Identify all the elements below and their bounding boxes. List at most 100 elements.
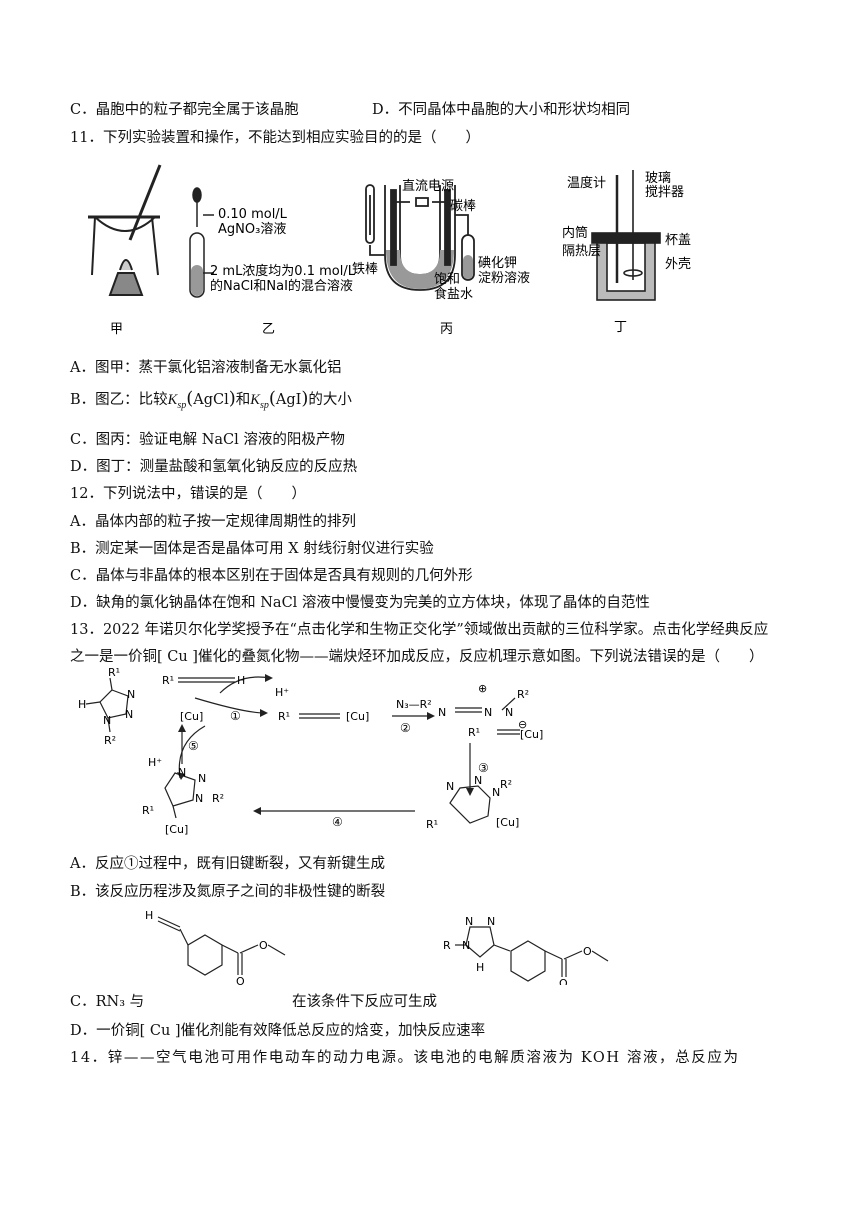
ding-label-shell: 外壳 — [665, 257, 691, 272]
q13-option-c-prefix: C．RN₃ 与 — [70, 994, 145, 1010]
mech-r2-product: R² — [104, 734, 116, 747]
q11-option-b-suffix: 的大小 — [308, 392, 352, 408]
bing-label-iron: 铁棒 — [352, 262, 378, 277]
yi-label-agno3: AgNO₃溶液 — [218, 222, 286, 237]
q11-option-d: D．图丁：测量盐酸和氢氧化钠反应的反应热 — [70, 459, 358, 475]
ding-label-inner: 内筒 — [562, 225, 588, 241]
mech-h-alkyne: H — [237, 674, 245, 687]
svg-text:H⁺: H⁺ — [148, 756, 162, 769]
bing-label-brine2: 食盐水 — [434, 286, 473, 302]
bing-label-ki1: 碘化钾 — [478, 256, 517, 271]
svg-text:R: R — [443, 939, 451, 952]
q14-stem: 14．锌——空气电池可用作电动车的动力电源。该电池的电解质溶液为 KOH 溶液，… — [70, 1050, 740, 1066]
mech-step-1: ① — [230, 709, 241, 723]
mech-h-plus: H⁺ — [275, 686, 289, 699]
q13-option-c: C．RN₃ 与 在该条件下反应可生成 — [70, 990, 437, 1011]
q13-mechanism-diagram: R¹ H NNN R² R¹ H [Cu] H⁺ R¹ [Cu] N₃—R² N… — [78, 668, 543, 836]
q12-stem: 12．下列说法中，错误的是（ ） — [70, 486, 306, 502]
svg-text:R²: R² — [517, 688, 529, 701]
svg-text:R¹: R¹ — [468, 726, 480, 739]
q13-stem-line1: 13．2022 年诺贝尔化学奖授予在“点击化学和生物正交化学”领域做出贡献的三位… — [70, 622, 769, 638]
svg-text:N: N — [484, 706, 492, 719]
q11-option-b-agcl: AgCl — [193, 392, 229, 408]
q11-option-a: A．图甲：蒸干氯化铝溶液制备无水氯化铝 — [70, 360, 342, 376]
fig-label-yi: 乙 — [262, 322, 275, 337]
ding-label-thermo: 温度计 — [567, 175, 606, 191]
svg-text:N: N — [492, 786, 500, 799]
ksp-symbol-2: Ksp — [250, 392, 269, 411]
q13-option-b: B．该反应历程涉及氮原子之间的非极性键的断裂 — [70, 884, 386, 900]
yi-label-conc: 0.10 mol/L — [218, 207, 288, 222]
svg-text:N: N — [446, 780, 454, 793]
q10-option-d: D．不同晶体中晶胞的大小和形状均相同 — [372, 102, 631, 118]
triazole-benzoate-structure — [455, 926, 609, 982]
yi-label-mix1: 2 mL浓度均为0.1 mol/L — [210, 263, 356, 279]
svg-text:O: O — [259, 939, 268, 952]
bing-label-carbon: 碳棒 — [450, 199, 476, 214]
mech-r1-product: R¹ — [108, 668, 120, 679]
q12-option-a: A．晶体内部的粒子按一定规律周期性的排列 — [70, 514, 356, 530]
ding-label-stir1: 玻璃 — [645, 171, 671, 186]
svg-text:N: N — [505, 706, 513, 719]
svg-text:[Cu]: [Cu] — [496, 816, 519, 829]
svg-text:⊕: ⊕ — [478, 682, 487, 695]
q11-option-b-and: 和 — [235, 392, 251, 408]
fig-yi-test-tube — [189, 187, 214, 298]
svg-text:N: N — [178, 766, 186, 779]
svg-text:N: N — [127, 688, 135, 701]
yi-label-mix2: 的NaCl和NaI的混合溶液 — [210, 278, 353, 294]
q12-option-c: C．晶体与非晶体的根本区别在于固体是否具有规则的几何外形 — [70, 568, 473, 584]
svg-text:N: N — [198, 772, 206, 785]
svg-text:[Cu]: [Cu] — [520, 728, 543, 741]
mech-step-2: ② — [400, 721, 411, 735]
svg-text:O: O — [559, 977, 568, 985]
ding-label-insul: 隔热层 — [562, 244, 601, 259]
ksp-symbol: Ksp — [167, 392, 187, 411]
bing-label-power: 直流电源 — [402, 179, 454, 194]
svg-text:R¹: R¹ — [426, 818, 438, 831]
mech-h-product: H — [78, 698, 86, 711]
mech-azide-reagent: N₃—R² — [396, 698, 432, 711]
svg-text:R²: R² — [500, 778, 512, 791]
q13-option-c-suffix: 在该条件下反应可生成 — [292, 994, 437, 1010]
svg-text:O: O — [583, 945, 592, 958]
svg-text:N: N — [438, 706, 446, 719]
svg-text:N: N — [462, 939, 470, 952]
ethynyl-benzoate-structure — [157, 916, 286, 976]
mech-cu-acetylide: [Cu] — [346, 710, 369, 723]
svg-text:[Cu]: [Cu] — [165, 823, 188, 836]
ding-label-lid: 杯盖 — [665, 233, 691, 248]
mech-r1-alkyne: R¹ — [162, 674, 174, 687]
svg-text:H: H — [145, 909, 153, 922]
q13-option-d: D．一价铜[ Cu ]催化剂能有效降低总反应的焓变，加快反应速率 — [70, 1023, 486, 1039]
q11-option-b-agi: AgI — [275, 392, 302, 408]
bing-label-brine1: 饱和 — [434, 272, 460, 287]
svg-text:N: N — [465, 915, 473, 928]
q13-stem-line2: 之一是一价铜[ Cu ]催化的叠氮化物——端炔烃环加成反应，反应机理示意如图。下… — [70, 649, 764, 665]
ding-label-stir2: 搅拌器 — [645, 184, 684, 200]
q13-option-a: A．反应①过程中，既有旧键断裂，又有新键生成 — [70, 856, 385, 872]
q12-option-b: B．测定某一固体是否是晶体可用 X 射线衍射仪进行实验 — [70, 541, 434, 557]
svg-text:N: N — [474, 774, 482, 787]
svg-text:H: H — [476, 961, 484, 974]
svg-text:⊖: ⊖ — [518, 718, 527, 731]
svg-text:R²: R² — [212, 792, 224, 805]
q11-option-b: B．图乙：比较Ksp(AgCl)和Ksp(AgI)的大小 — [70, 388, 352, 411]
svg-text:N: N — [487, 915, 495, 928]
q10-option-c: C．晶胞中的粒子都完全属于该晶胞 — [70, 102, 299, 118]
q11-option-c: C．图丙：验证电解 NaCl 溶液的阳极产物 — [70, 432, 345, 448]
mech-r1-step1: R¹ — [278, 710, 290, 723]
q11-option-b-prefix: B．图乙：比较 — [70, 392, 168, 408]
q11-stem: 11．下列实验装置和操作，不能达到相应实验目的的是（ ） — [70, 130, 480, 146]
bing-label-ki2: 淀粉溶液 — [478, 271, 530, 286]
mech-step-5: ⑤ — [188, 739, 199, 753]
fig-label-ding: 丁 — [614, 320, 627, 335]
fig-label-bing: 丙 — [440, 322, 453, 337]
fig-label-jia: 甲 — [110, 322, 123, 337]
mech-step-4: ④ — [332, 815, 343, 829]
mech-step-3: ③ — [478, 761, 489, 775]
fig-bing-electrolysis — [365, 184, 475, 291]
fig-ding-calorimeter — [591, 170, 661, 301]
svg-text:N: N — [195, 792, 203, 805]
